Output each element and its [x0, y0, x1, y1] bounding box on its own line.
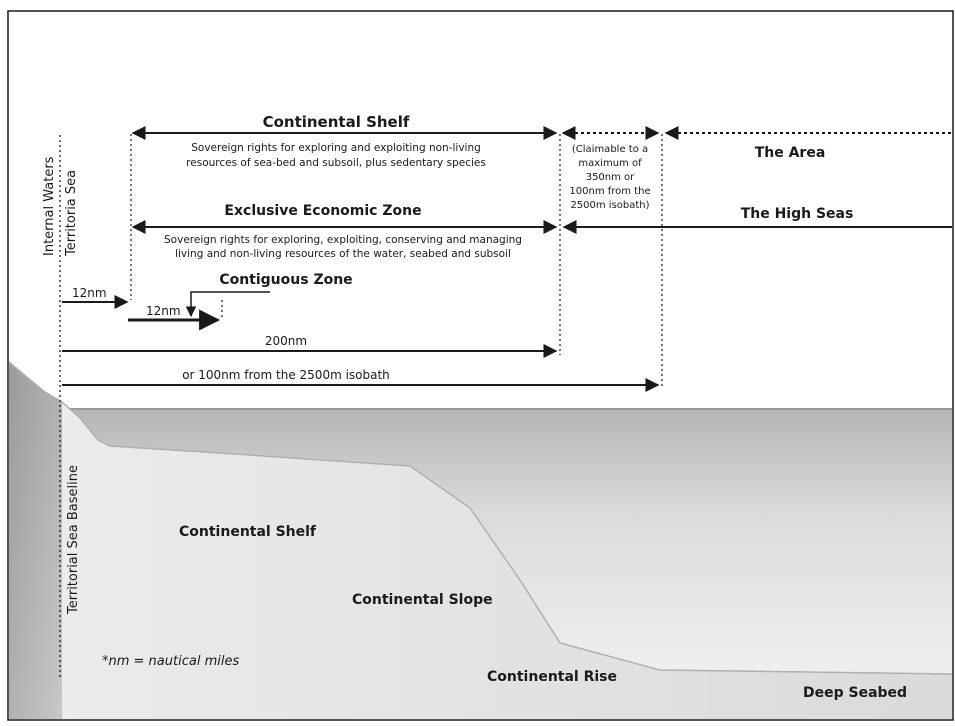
coast-land	[9, 362, 62, 719]
seabed-outline	[8, 361, 953, 675]
claimable-text-3: 350nm or	[586, 172, 635, 183]
seabed-continental-rise-label: Continental Rise	[487, 669, 617, 685]
eez-title: Exclusive Economic Zone	[224, 203, 421, 219]
seabed-deep-label: Deep Seabed	[803, 685, 907, 701]
isobath-label: or 100nm from the 2500m isobath	[182, 368, 390, 382]
contiguous-zone-pointer	[185, 291, 270, 318]
eez-200nm-label: 200nm	[265, 334, 307, 348]
eez-desc-1: Sovereign rights for exploring, exploiti…	[164, 234, 522, 246]
claimable-text-4: 100nm from the	[569, 186, 650, 197]
seabed-profile	[9, 362, 952, 719]
claimable-text-1: (Claimable to a	[572, 144, 648, 155]
territorial-sea-baseline-label: Territorial Sea Baseline	[66, 465, 81, 615]
territorial-sea-label: Territoria Sea	[64, 170, 79, 257]
contiguous-zone-label: Contiguous Zone	[219, 272, 352, 288]
seabed-continental-slope-label: Continental Slope	[352, 592, 493, 608]
the-area-label: The Area	[755, 145, 826, 161]
continental-shelf-title: Continental Shelf	[263, 113, 410, 131]
continental-shelf-desc-1: Sovereign rights for exploring and explo…	[191, 142, 481, 154]
continental-shelf-desc-2: resources of sea-bed and subsoil, plus s…	[186, 157, 486, 169]
footnote: *nm = nautical miles	[102, 654, 239, 669]
eez-desc-2: living and non-living resources of the w…	[175, 248, 511, 260]
seabed-continental-shelf-label: Continental Shelf	[179, 524, 317, 540]
claimable-text-5: 2500m isobath)	[570, 200, 649, 211]
internal-waters-label: Internal Waters	[42, 156, 57, 256]
high-seas-label: The High Seas	[741, 206, 854, 222]
claimable-text-2: maximum of	[578, 158, 642, 169]
contiguous-12nm-label: 12nm	[146, 304, 181, 318]
territorial-12nm-label: 12nm	[72, 286, 107, 300]
